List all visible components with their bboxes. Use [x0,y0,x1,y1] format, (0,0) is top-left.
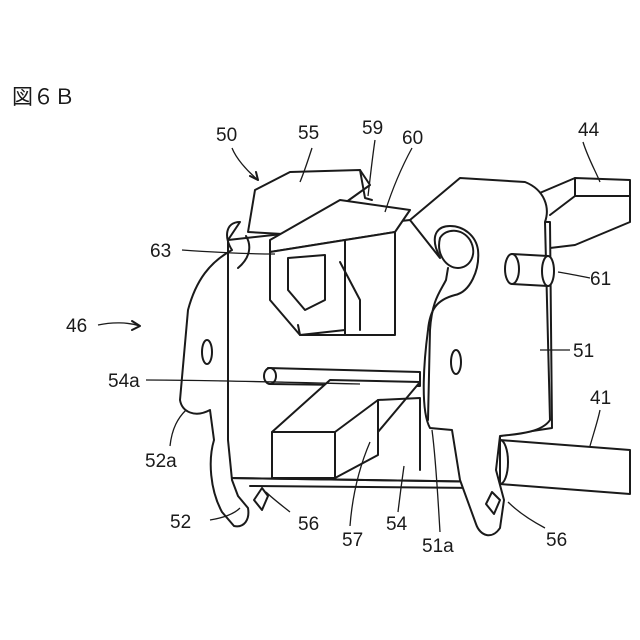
label-54: 54 [386,514,408,535]
label-60: 60 [402,128,423,149]
figure-title: 図６Ｂ [12,85,75,109]
label-56-left: 56 [298,514,319,535]
label-50: 50 [216,125,237,146]
arrow-46 [98,321,140,330]
label-41: 41 [590,388,611,409]
label-52: 52 [170,512,191,533]
label-56-right: 56 [546,530,567,551]
label-59: 59 [362,118,383,139]
label-52a: 52a [145,451,177,472]
label-51a: 51a [422,536,454,557]
arrow-50 [232,148,258,180]
label-63: 63 [150,241,171,262]
pin-61 [505,254,554,286]
label-61: 61 [590,269,611,290]
label-54a: 54a [108,371,140,392]
label-46: 46 [66,316,87,337]
label-51: 51 [573,341,594,362]
label-57: 57 [342,530,363,551]
rod-41 [492,440,630,494]
label-44: 44 [578,120,600,141]
label-55: 55 [298,123,319,144]
